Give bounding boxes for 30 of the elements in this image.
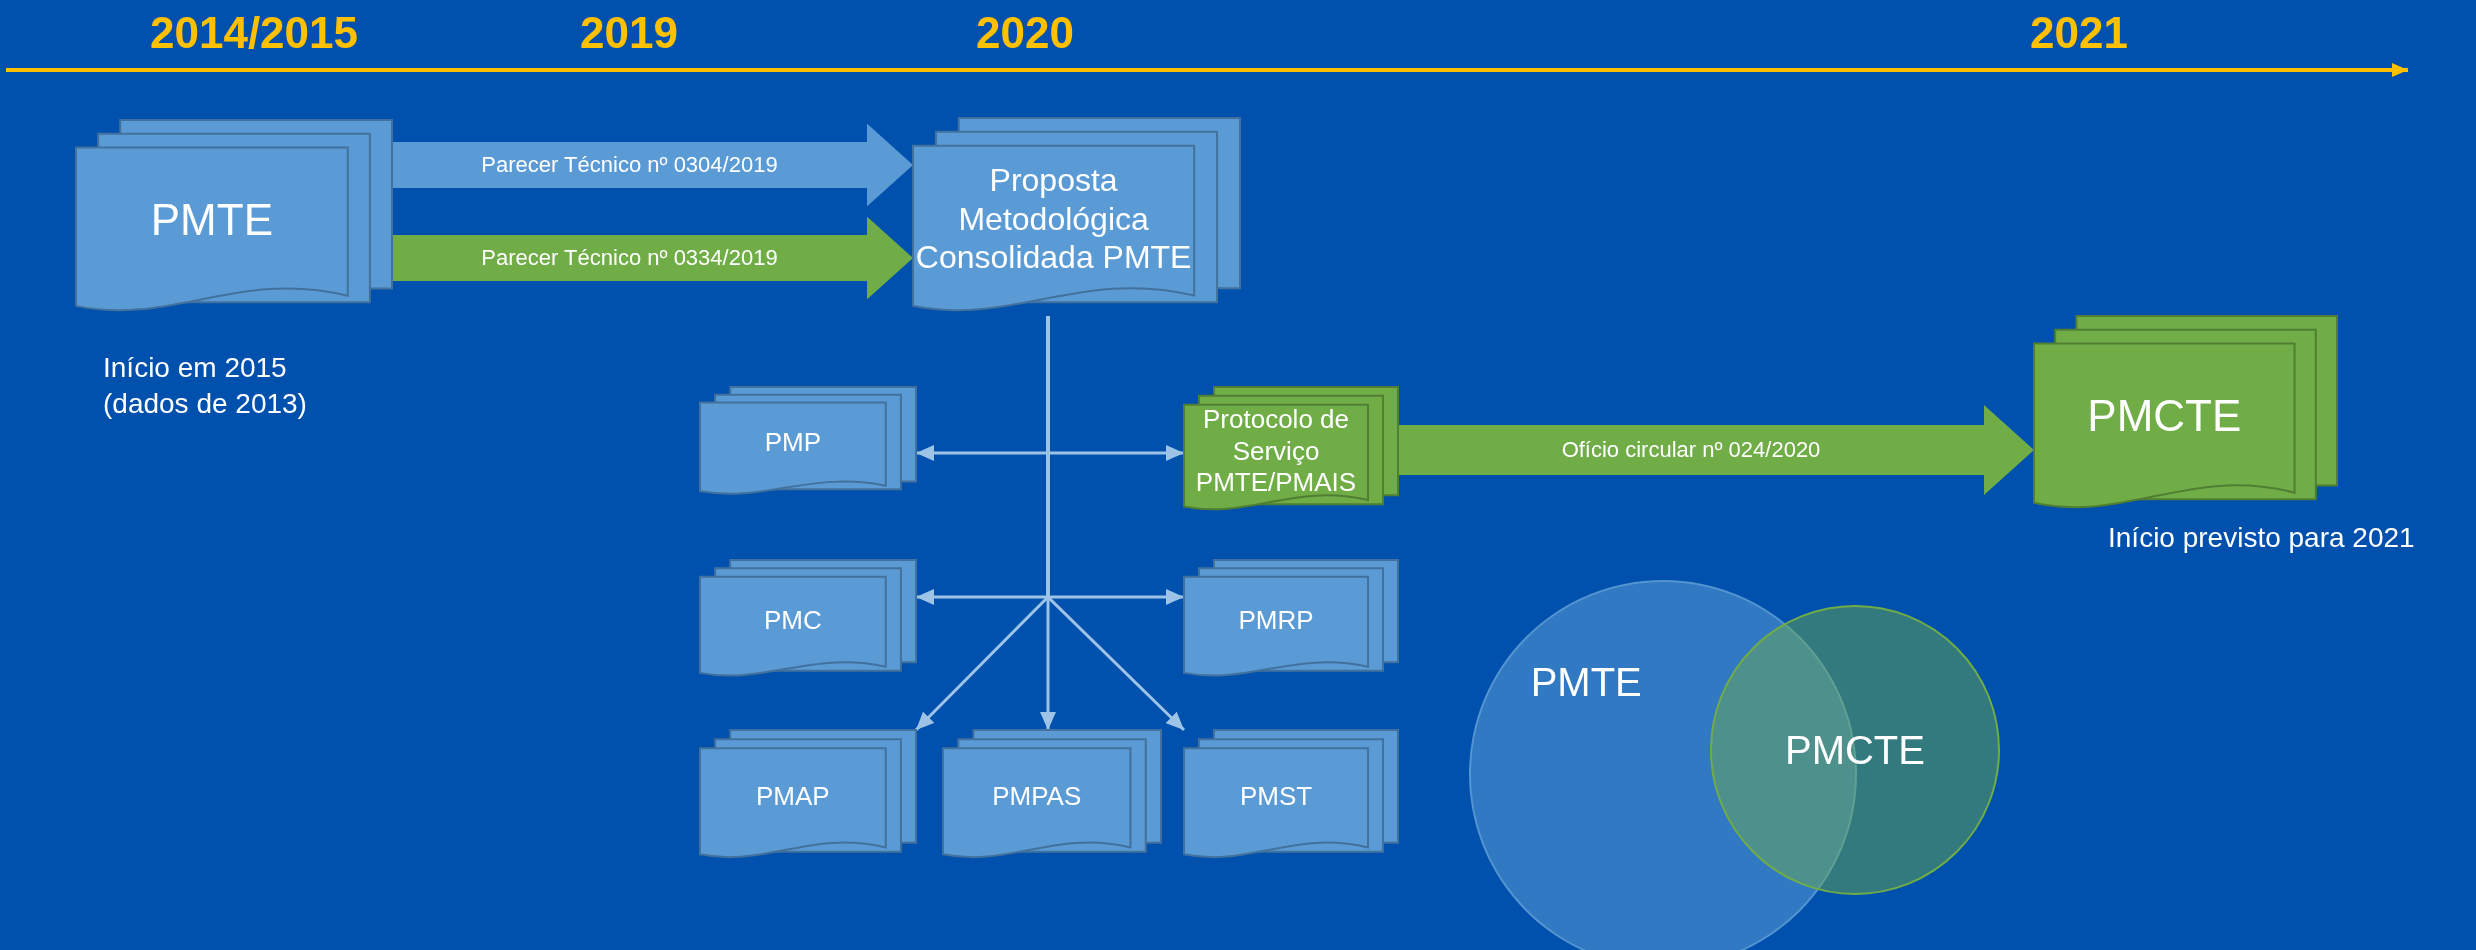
node-label: PMAP (756, 781, 830, 813)
edge-label: Parecer Técnico nº 0334/2019 (481, 245, 778, 271)
node-label: PMP (764, 427, 822, 459)
node-label: Proposta Metodológica Consolidada PMTE (914, 161, 1193, 277)
node-label: PMRP (1238, 605, 1314, 637)
node-label: PMTE (1530, 658, 1642, 706)
block-arrow (392, 123, 909, 207)
document-stack (1184, 387, 1398, 513)
node-label: PMCTE (2087, 390, 2242, 443)
document-stack (1184, 560, 1398, 679)
year-label: 2019 (580, 8, 678, 58)
document-stack (1184, 730, 1398, 861)
year-label: 2021 (2030, 8, 2128, 58)
year-label: 2020 (976, 8, 1074, 58)
document-stack (943, 730, 1161, 861)
block-arrow (392, 216, 909, 300)
caption-text: Início previsto para 2021 (2108, 521, 2415, 555)
node-label: PMCTE (1785, 727, 1925, 774)
node-label: PMTE (150, 193, 273, 246)
node-label: PMPAS (992, 781, 1082, 813)
node-label: PMC (764, 605, 822, 637)
document-stack (700, 560, 916, 679)
arrow (1046, 316, 1186, 732)
caption-text: Início em 2015 (dados de 2013) (103, 351, 308, 422)
year-label: 2014/2015 (150, 8, 358, 58)
edge-label: Parecer Técnico nº 0304/2019 (481, 152, 778, 178)
document-stack (700, 730, 916, 861)
document-stack (700, 387, 916, 497)
node-label: Protocolo de Serviço PMTE/PMAIS (1194, 404, 1358, 499)
node-label: PMST (1239, 781, 1313, 813)
